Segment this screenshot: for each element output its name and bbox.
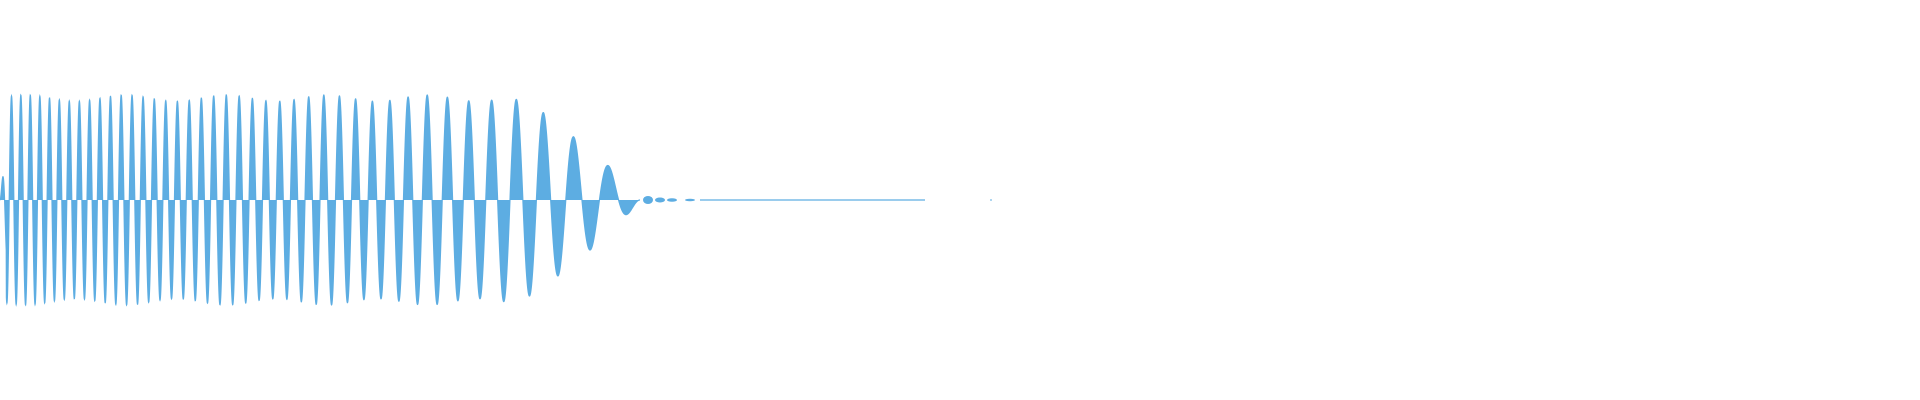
waveform-body [0, 93, 640, 307]
waveform-ripple [643, 196, 653, 204]
waveform-tail-dot [990, 199, 992, 201]
waveform-ripple [667, 198, 677, 202]
waveform-ripple [685, 198, 695, 202]
waveform-ripple [655, 197, 665, 203]
waveform-shape-group [0, 93, 992, 307]
